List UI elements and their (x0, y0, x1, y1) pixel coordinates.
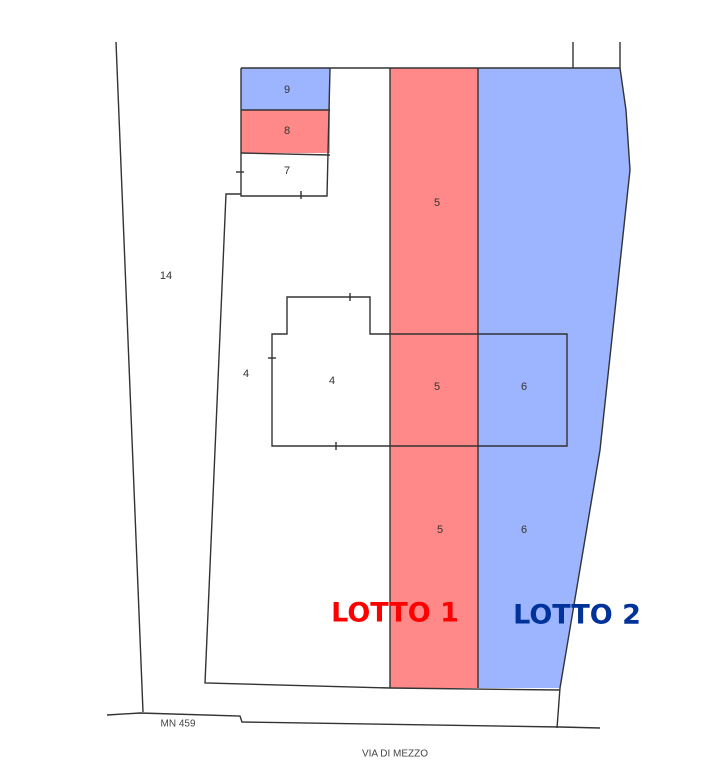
right-boundary (556, 42, 631, 729)
parcel-14-label: 14 (160, 270, 172, 282)
tick-marks (236, 171, 351, 450)
road-boundary (106, 712, 601, 729)
lotto1-label: LOTTO 1 (331, 598, 459, 629)
left-boundary (115, 41, 144, 713)
parcel-6-label: 6 (521, 524, 527, 536)
parcel-5-label: 5 (437, 524, 443, 536)
lotto2-area[interactable] (478, 68, 630, 688)
parcel-7-label: 7 (284, 165, 290, 177)
lotto1-area[interactable] (390, 68, 478, 688)
building-outline (271, 296, 568, 447)
parcel-8-label: 8 (284, 125, 290, 137)
parcel-9-label: 9 (284, 84, 290, 96)
mn-label: MN 459 (160, 719, 195, 730)
parcel-4-outline (204, 193, 561, 691)
parcel-8-area[interactable] (241, 110, 330, 153)
parcel-4-building-label: 4 (329, 375, 335, 387)
parcel-4-label: 4 (243, 368, 249, 380)
street-label: VIA DI MEZZO (362, 749, 428, 760)
parcel-6-label: 6 (521, 381, 527, 393)
parcel-5-label: 5 (434, 381, 440, 393)
parcel-5-label: 5 (434, 197, 440, 209)
parcel-9-area[interactable] (241, 68, 330, 110)
lotto2-label: LOTTO 2 (513, 600, 641, 631)
parcel-divider (240, 152, 331, 156)
parcel-7-9-outline (240, 67, 331, 197)
